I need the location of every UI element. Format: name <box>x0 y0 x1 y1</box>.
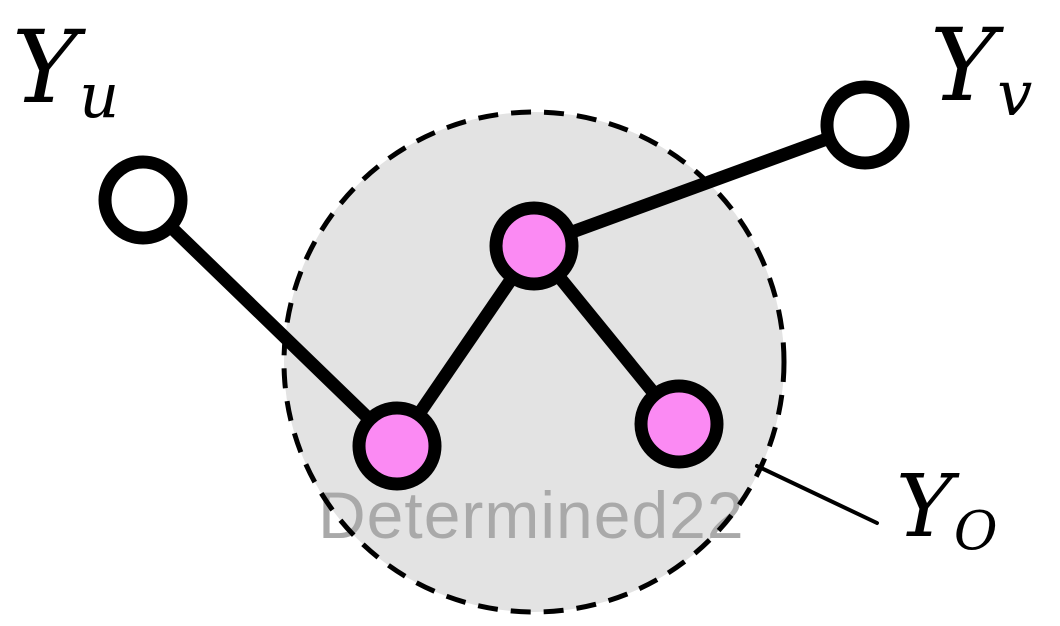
edge-u-node-o-left-node <box>138 195 402 451</box>
region-label-pointer-line <box>755 464 879 525</box>
label-Y-O-subscript: O <box>953 499 998 562</box>
u-node <box>98 155 188 245</box>
node-layer <box>98 80 910 491</box>
label-Y-O: YO <box>896 464 998 558</box>
label-Y-O-base: Y <box>896 457 953 557</box>
label-Y-v-subscript: v <box>997 56 1033 130</box>
o-right-node <box>634 379 724 469</box>
edge-o-top-node-v-node <box>531 118 868 253</box>
label-Y-u-base: Y <box>12 9 79 126</box>
label-Y-v-base: Y <box>930 7 997 124</box>
label-Y-u: Yu <box>12 18 119 127</box>
region-border-layer <box>281 109 787 615</box>
v-node <box>820 80 910 170</box>
label-Y-u-subscript: u <box>79 58 120 132</box>
label-Y-v: Yv <box>930 16 1032 125</box>
pointer-layer <box>755 464 879 525</box>
o-left-node <box>352 401 442 491</box>
watermark-text: Determined22 <box>318 478 745 552</box>
region-dashed-border <box>281 109 787 615</box>
o-top-node <box>489 201 579 291</box>
